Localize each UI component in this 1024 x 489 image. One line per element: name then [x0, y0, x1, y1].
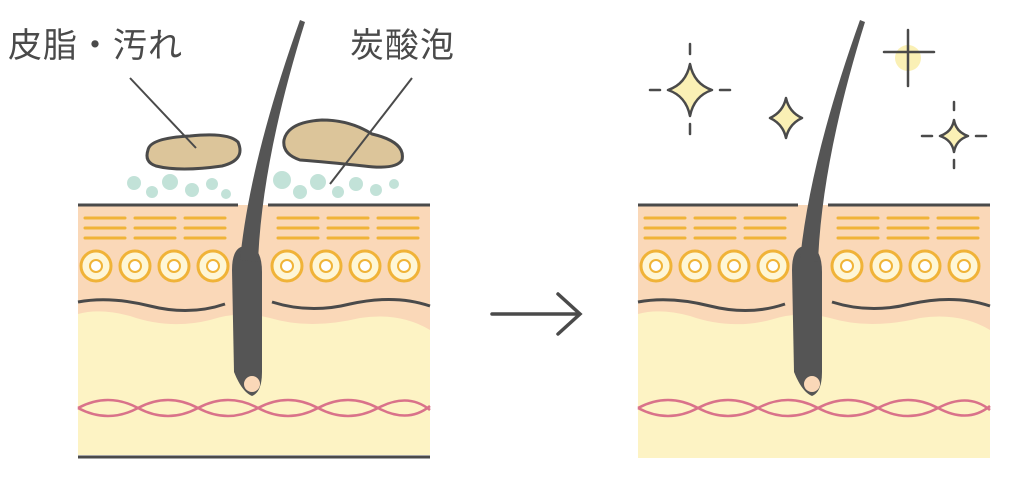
dermis-boundary-right: [271, 298, 431, 311]
carbonated-foam-bubbles: [127, 171, 399, 199]
sebum-dirt-label: 皮脂・汚れ: [8, 26, 183, 66]
foam-leader-line: [329, 77, 413, 185]
stratum-corneum-lines: [83, 216, 420, 240]
skin-cells: [79, 249, 421, 283]
sparkle-icon: [666, 62, 714, 118]
sebum-blob-left: [145, 133, 242, 171]
after-skin-panel: [637, 20, 991, 458]
hair-follicle: [792, 246, 822, 396]
dermis-boundary-left: [77, 298, 226, 313]
hair-follicle: [232, 246, 262, 396]
sparkle-icons: [648, 28, 988, 170]
before-skin-panel: [77, 20, 431, 459]
hair-papilla: [804, 376, 820, 392]
hair-icon: [240, 20, 305, 262]
blood-vessel: [637, 398, 991, 418]
sebum-leader-line: [129, 77, 197, 149]
arrow-right-icon: [490, 292, 583, 336]
carbonated-foam-label: 炭酸泡: [350, 26, 455, 66]
skin-cells: [639, 249, 981, 283]
stratum-corneum-lines: [643, 216, 980, 240]
dermis-boundary-right: [831, 298, 991, 311]
dermis-boundary-left: [637, 298, 786, 313]
hair-papilla: [244, 376, 260, 392]
sparkle-icon: [768, 96, 804, 140]
hair-icon: [800, 20, 865, 262]
sparkle-icon: [938, 118, 970, 154]
sebum-blob-right: [282, 118, 404, 169]
blood-vessel: [77, 398, 431, 418]
